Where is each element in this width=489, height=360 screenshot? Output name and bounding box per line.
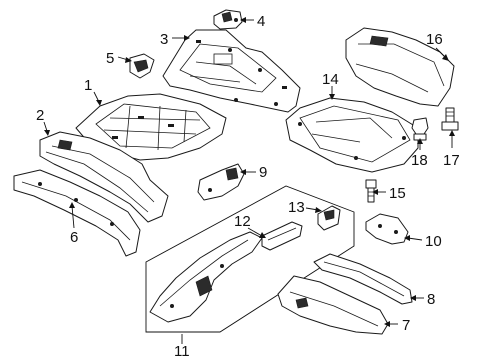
part-2-crossmember: [39, 131, 169, 223]
part-14-rear-pan: [285, 97, 419, 173]
callout-10: 10: [425, 233, 442, 250]
callout-6: 6: [70, 229, 78, 246]
part-11-side-member: [149, 231, 263, 323]
part-13-bracket: [317, 205, 341, 231]
callout-12: 12: [234, 213, 251, 230]
callout-5: 5: [106, 50, 114, 67]
callout-3: 3: [160, 31, 168, 48]
group-box-11: [145, 185, 355, 333]
callout-8: 8: [427, 291, 435, 308]
part-7-lower-rail: [277, 275, 389, 335]
callout-17: 17: [443, 152, 460, 169]
callout-2: 2: [36, 107, 44, 124]
callout-15: 15: [389, 185, 406, 202]
part-5-clip: [129, 53, 155, 79]
callout-9: 9: [259, 164, 267, 181]
part-3-rear-floor-pan: [162, 29, 301, 113]
callout-18: 18: [411, 152, 428, 169]
part-15-bolt: [365, 179, 377, 203]
callout-4: 4: [257, 13, 265, 30]
callout-labels: 1 2 3 4 5 6 7 8 9 10 11 12 13 14 15 16 1…: [36, 13, 460, 360]
callout-11: 11: [174, 343, 190, 360]
part-16-heat-shield: [345, 27, 455, 107]
part-9-bracket: [197, 163, 245, 201]
part-17-bolt: [441, 107, 459, 131]
part-4-bracket: [213, 9, 243, 30]
callout-14: 14: [322, 71, 339, 88]
part-10-bracket: [365, 213, 409, 245]
part-18-nut: [411, 117, 429, 141]
part-12-member: [261, 221, 303, 251]
callout-13: 13: [288, 199, 305, 216]
callout-16: 16: [426, 31, 443, 48]
part-6-rail: [13, 169, 141, 257]
part-8-rail: [313, 253, 413, 305]
callout-7: 7: [402, 317, 410, 334]
leader-lines: [43, 17, 455, 344]
callout-1: 1: [84, 77, 92, 94]
